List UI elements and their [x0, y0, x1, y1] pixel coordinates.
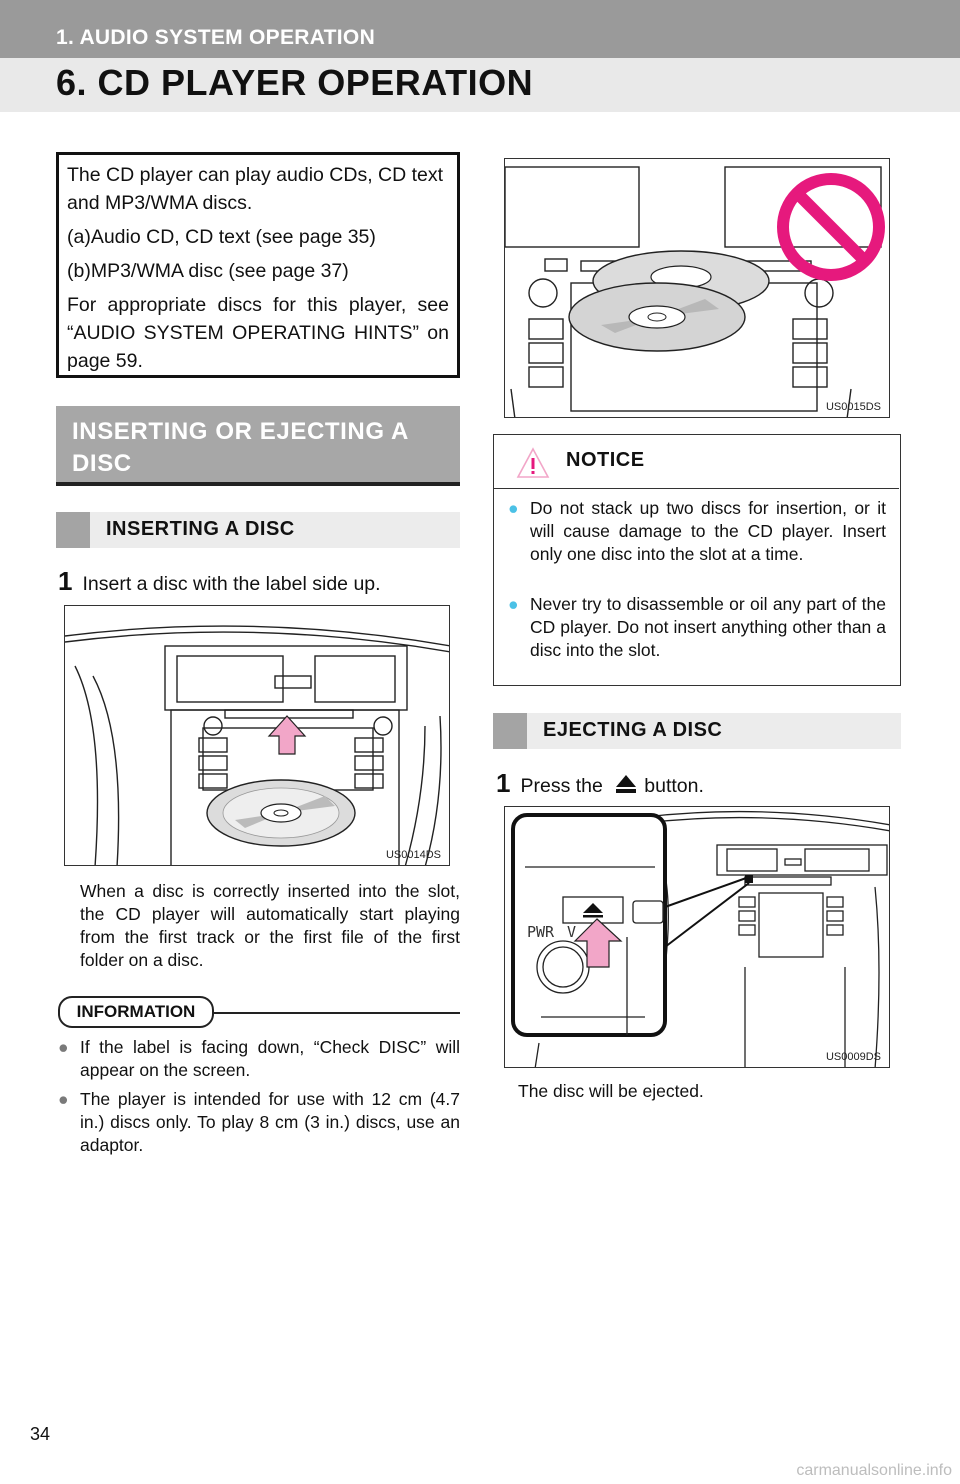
eject-icon [616, 775, 637, 793]
subheading-tab [493, 713, 527, 749]
figure-code: US0009DS [825, 1051, 881, 1063]
subheading-inserting: INSERTING A DISC [56, 512, 460, 548]
subheading-text: INSERTING A DISC [106, 518, 295, 540]
information-rule [214, 1012, 460, 1014]
warning-triangle-icon [516, 447, 550, 478]
step-number: 1 [58, 566, 73, 596]
bullet-dot-icon: ● [508, 498, 519, 518]
figure-code: US0015DS [825, 401, 881, 413]
chapter-title: 1. AUDIO SYSTEM OPERATION [56, 26, 376, 49]
step-eject: 1 Press the button. [496, 768, 704, 799]
section-heading: INSERTING OR EJECTING A DISC [56, 406, 460, 486]
step-text: Insert a disc with the label side up. [82, 573, 381, 595]
notice-text: Never try to disassemble or oil any part… [530, 594, 886, 660]
chapter-bar [0, 0, 960, 58]
subheading-ejecting: EJECTING A DISC [493, 713, 901, 749]
page-number: 34 [30, 1424, 51, 1444]
information-text: If the label is facing down, “Check DISC… [80, 1037, 460, 1080]
eject-button-illustration: PWR V [511, 810, 889, 1067]
information-label: INFORMATION [58, 996, 214, 1028]
section-heading-line: DISC [72, 450, 132, 477]
bullet-dot-icon: ● [508, 594, 519, 614]
figure-eject-button: PWR V US0009DS [504, 806, 890, 1068]
notice-title: NOTICE [566, 449, 645, 471]
prohibited-icon [777, 173, 885, 281]
notice-box: NOTICE ● Do not stack up two discs for i… [493, 434, 901, 686]
bullet-dot-icon: ● [58, 1089, 69, 1109]
insert-arrow-icon [267, 715, 307, 755]
notice-header: NOTICE [494, 435, 899, 489]
notice-item: ● Do not stack up two discs for insertio… [508, 497, 886, 566]
notice-text: Do not stack up two discs for insertion,… [530, 498, 886, 564]
bullet-ejected: The disc will be ejected. [496, 1080, 900, 1103]
intro-box: The CD player can play audio CDs, CD tex… [56, 152, 460, 378]
information-text: The player is intended for use with 12 c… [80, 1089, 460, 1155]
bullet-dot-icon: ● [58, 1037, 69, 1057]
intro-paragraph: The CD player can play audio CDs, CD tex… [67, 164, 444, 214]
figure-stacked-discs: US0015DS [504, 158, 890, 418]
bullet-text: When a disc is correctly inserted into t… [80, 881, 460, 970]
press-arrow-icon [573, 918, 623, 968]
bullet-text: The disc will be ejected. [518, 1081, 704, 1101]
step-insert: 1 Insert a disc with the label side up. [58, 566, 381, 597]
pwr-label: PWR [527, 923, 555, 941]
intro-list-item: (a)Audio CD, CD text (see page 35) [67, 226, 376, 248]
figure-code: US0014DS [385, 849, 441, 861]
intro-paragraph: For appropriate discs for this player, s… [67, 294, 449, 372]
section-heading-line: INSERTING OR EJECTING A [72, 418, 409, 445]
step-number: 1 [496, 768, 511, 798]
intro-list-item: (b)MP3/WMA disc (see page 37) [67, 260, 349, 282]
dashboard-insert-illustration [65, 625, 449, 865]
subheading-tab [56, 512, 90, 548]
step-text-after: button. [644, 775, 704, 797]
information-item: ● The player is intended for use with 12… [58, 1088, 460, 1157]
step-text-before: Press the [520, 775, 603, 797]
bullet-auto-play: When a disc is correctly inserted into t… [58, 880, 460, 972]
stacked-discs-illustration [505, 166, 885, 417]
subheading-text: EJECTING A DISC [543, 719, 723, 741]
vol-label: V [567, 923, 576, 941]
page-title: 6. CD PLAYER OPERATION [56, 62, 534, 103]
figure-insert-disc: US0014DS [64, 605, 450, 866]
notice-item: ● Never try to disassemble or oil any pa… [508, 593, 886, 662]
information-item: ● If the label is facing down, “Check DI… [58, 1036, 460, 1082]
watermark: carmanualsonline.info [796, 1462, 952, 1479]
